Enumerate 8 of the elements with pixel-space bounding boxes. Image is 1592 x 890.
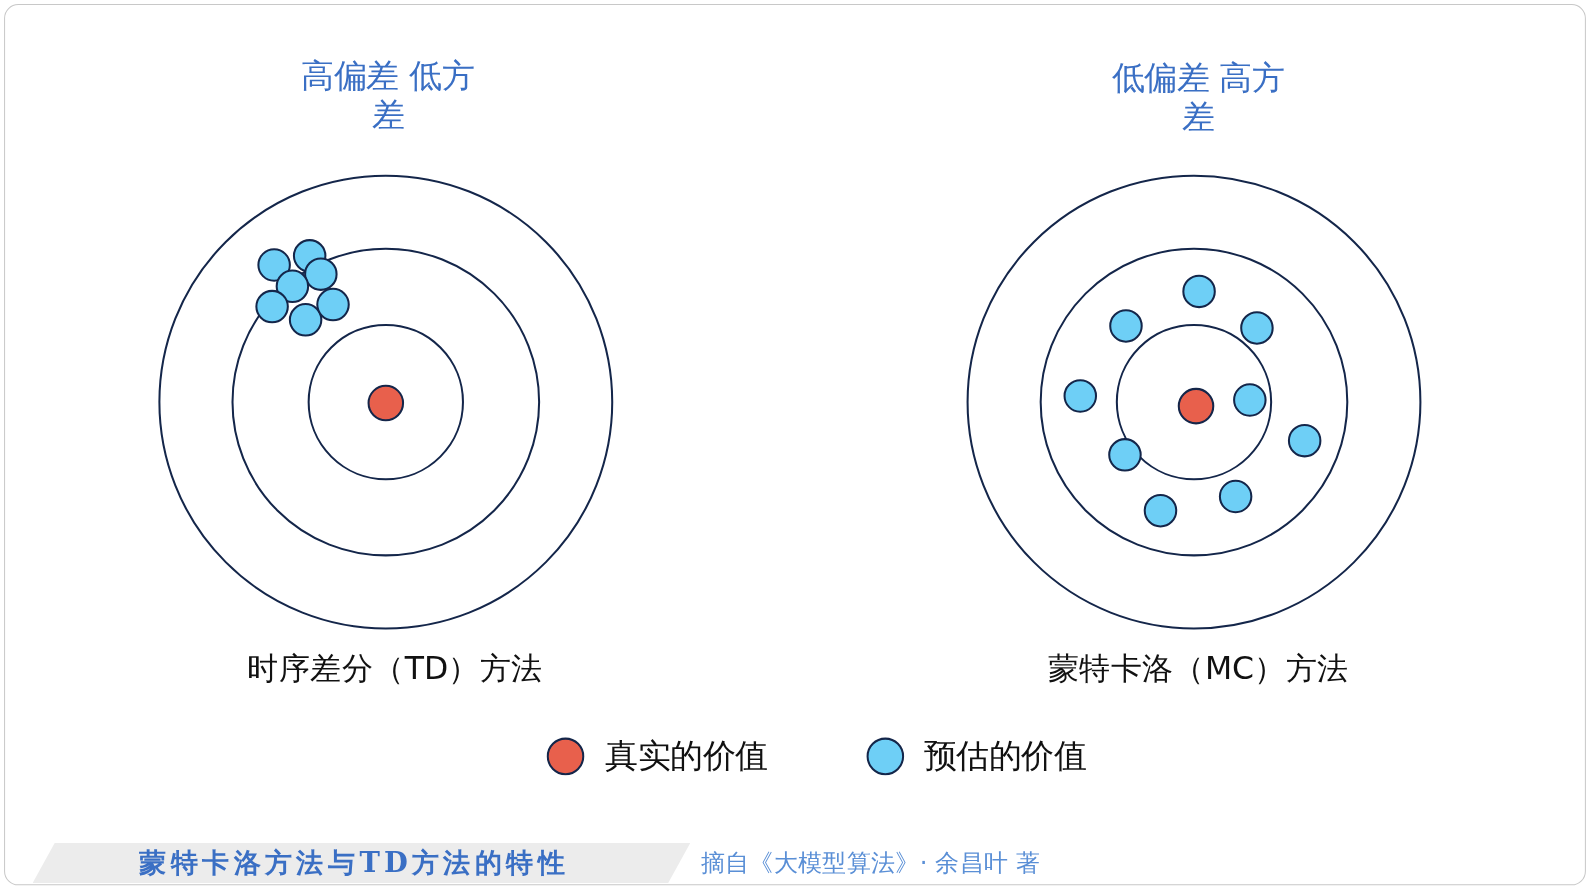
bias-variance-heading: 低偏差 高方差 [1110,58,1286,137]
bias-variance-heading: 高偏差 低方差 [300,56,476,134]
legend-label: 真实的价值 [605,735,768,777]
method-name: 蒙特卡洛（MC）方法 [1046,648,1350,689]
source-note: 摘自《大模型算法》· 余昌叶 著 [700,847,1041,880]
caption-text: 蒙特卡洛方法与TD方法的特性 [139,845,570,881]
legend-label: 预估的价值 [923,735,1087,777]
method-name: 时序差分（TD）方法 [246,648,544,689]
